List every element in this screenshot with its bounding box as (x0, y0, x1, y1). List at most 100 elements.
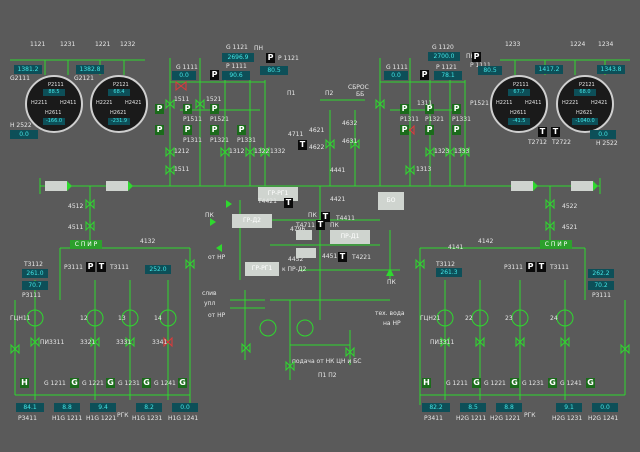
valve-1231[interactable]: 1231 (60, 41, 76, 48)
p1311-label: P1311 (183, 137, 202, 144)
pk4-label: ПК (387, 279, 396, 286)
h2g1211-value: 8.5 (460, 403, 486, 412)
g-badge-right-2: G (510, 378, 519, 388)
h1g1231-label: H1G 1231 (132, 415, 163, 422)
gr-rg1-top-box[interactable]: ГР-РГ1 (258, 187, 298, 201)
pump-14-label: 14 (154, 315, 162, 322)
valve-4522[interactable]: 4522 (562, 203, 578, 210)
pn-right-value: 80.5 (478, 66, 502, 75)
valve-4132[interactable]: 4132 (140, 238, 156, 245)
gauge-p-label: P2111 (513, 82, 529, 88)
g-badge-right-4: G (586, 378, 595, 388)
valve-1234[interactable]: 1234 (598, 41, 614, 48)
gauge-h1: H2211 (496, 100, 513, 106)
t4421-badge: T (284, 198, 293, 208)
valve-1121[interactable]: 1121 (30, 41, 46, 48)
valve-4632[interactable]: 4632 (342, 120, 358, 127)
p-badge-4: P (472, 52, 481, 62)
t2712-label: T2712 (528, 139, 547, 146)
p3111-right-lbl: P3111 (592, 292, 611, 299)
p1331-label: P1331 (237, 137, 256, 144)
valve-4512[interactable]: 4512 (68, 203, 84, 210)
valve-4142[interactable]: 4142 (478, 238, 494, 245)
valve-4451[interactable]: 4451 (322, 253, 338, 260)
valve-4441[interactable]: 4441 (330, 167, 346, 174)
pump-23-label: 23 (505, 315, 513, 322)
gauge-h2: H2421 (125, 100, 142, 106)
valve-1221[interactable]: 1221 (95, 41, 111, 48)
p1111-label: P 1111 (226, 63, 247, 70)
pr-d1-box[interactable]: ПР-Д1 (330, 230, 370, 244)
valve-1312[interactable]: 1312 (229, 148, 245, 155)
h2g1241-label: H2G 1241 (588, 415, 619, 422)
valve-1233[interactable]: 1233 (505, 41, 521, 48)
p1121-right-label: P 1121 (436, 64, 457, 71)
p-badge-right-1: P (400, 104, 409, 114)
t2722-label: T2722 (552, 139, 571, 146)
gauge-value-1: 88.5 (43, 89, 65, 96)
gr-rg1-bot-box[interactable]: ГР-РГ1 (245, 262, 279, 276)
t3111-left-badge: T (97, 262, 106, 272)
bo-box[interactable]: БО (378, 192, 404, 210)
p-badge-2: P (210, 70, 219, 80)
g-badge-left-4: G (178, 378, 187, 388)
valve-4141[interactable]: 4141 (448, 244, 464, 251)
h1g1211-value: 8.8 (54, 403, 80, 412)
t3111-left-label: T3111 (110, 264, 129, 271)
valve-3321-label: 3321 (80, 339, 96, 346)
h2522-right-value: 0.0 (590, 130, 616, 139)
h1g1221-label: H1G 1221 (86, 415, 117, 422)
k-pr-d2-label: к ПР-Д2 (282, 266, 307, 273)
valve-1511[interactable]: 1511 (174, 96, 190, 103)
valve-1313[interactable]: 1313 (416, 166, 432, 173)
p1521-badge: P (210, 104, 219, 114)
pn-left-p1121: P 1121 (278, 55, 299, 62)
valve-1333[interactable]: 1333 (454, 148, 470, 155)
p1321-label: P1321 (210, 137, 229, 144)
valve-4421[interactable]: 4421 (330, 196, 346, 203)
valve-1224[interactable]: 1224 (570, 41, 586, 48)
pump-22-label: 22 (465, 315, 473, 322)
gauge-left-2: P2121 68.4 H2221 H2421 H2621 -231.9 (90, 75, 148, 133)
p1331-right-label: P1331 (452, 116, 471, 123)
pn-left-label: ПН (254, 45, 264, 52)
h2g1231-label: H2G 1231 (552, 415, 583, 422)
g1211-right-label: G 1211 (446, 380, 468, 387)
p3111-right-label: P3111 (504, 264, 523, 271)
p-badge-right-5: P (425, 125, 434, 135)
pump-12-label: 12 (80, 315, 88, 322)
g1241-right-label: G 1241 (560, 380, 582, 387)
valve-1322[interactable]: 1322 (254, 148, 270, 155)
valve-1232[interactable]: 1232 (120, 41, 136, 48)
t3111-right-badge: T (537, 262, 546, 272)
valve-1521[interactable]: 1521 (206, 96, 222, 103)
valve-4621[interactable]: 4621 (309, 127, 325, 134)
gauge-value-1: 68.0 (574, 89, 596, 96)
spir-left[interactable]: С П И Р (70, 240, 102, 249)
gr-d2-box[interactable]: ГР-Д2 (232, 214, 272, 228)
valve-1311[interactable]: 1311 (417, 100, 433, 107)
sbros-label: СБРОС (348, 84, 369, 91)
p1311-right-label: P1311 (400, 116, 419, 123)
p-badge-right-3: P (452, 104, 461, 114)
valve-1332[interactable]: 1332 (270, 148, 286, 155)
valve-4796[interactable]: 4796 (290, 226, 305, 233)
valve-4452[interactable]: 4452 (288, 256, 304, 263)
valve-1323[interactable]: 1323 (434, 148, 450, 155)
p3111-left-badge: P (86, 262, 95, 272)
valve-1212[interactable]: 1212 (174, 148, 190, 155)
h1g1241-label: H1G 1241 (168, 415, 199, 422)
pn-right-label: ПН (466, 53, 476, 60)
valve-4521[interactable]: 4521 (562, 224, 578, 231)
t2722-badge: T (551, 127, 560, 137)
valve-4622[interactable]: 4622 (309, 144, 325, 151)
g-badge-left-1: G (70, 378, 79, 388)
valve-1213[interactable]: 1511 (174, 166, 190, 173)
valve-4631[interactable]: 4631 (342, 138, 358, 145)
gcn11-label: ГЦН11 (10, 315, 31, 322)
spir-right[interactable]: С П И Р (540, 240, 572, 249)
podacha-label: подача от НК ЦН и БС (292, 358, 362, 365)
t3112-left-value: 261.0 (22, 269, 48, 278)
t2712-badge: T (538, 127, 547, 137)
valve-4511[interactable]: 4511 (68, 224, 84, 231)
